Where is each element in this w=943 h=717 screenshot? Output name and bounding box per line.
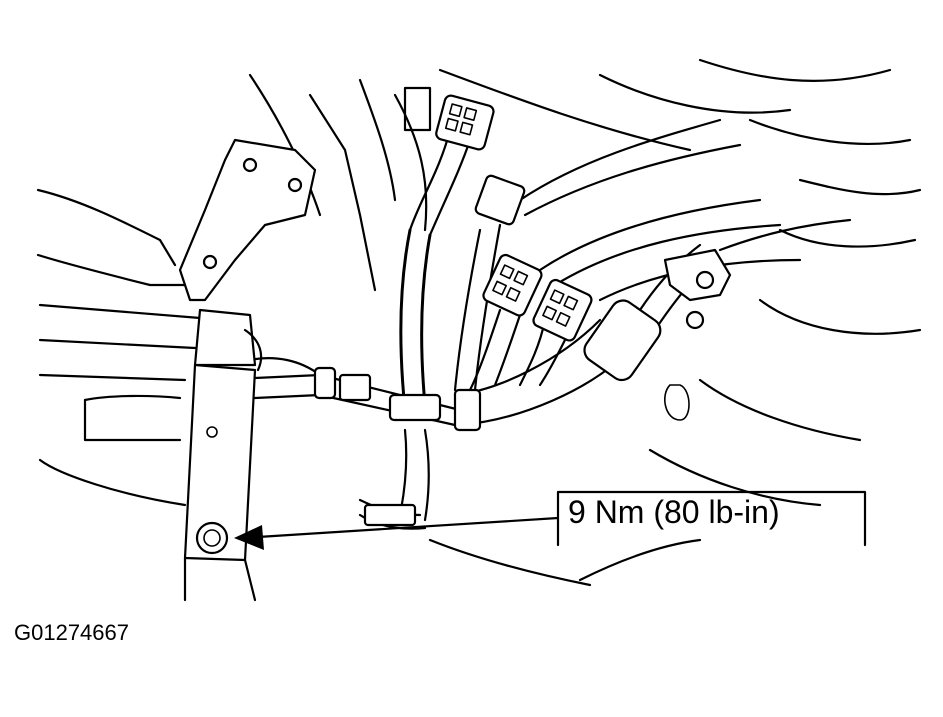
torque-callout-frame [234,490,867,550]
background-structure [36,58,922,587]
mounting-bracket [178,138,317,602]
figure-id: G01274667 [14,620,129,645]
hose-clamps [663,248,732,330]
torque-spec-callout: 9 Nm (80 lb-in) [568,494,780,530]
hose-fittings [313,94,662,527]
